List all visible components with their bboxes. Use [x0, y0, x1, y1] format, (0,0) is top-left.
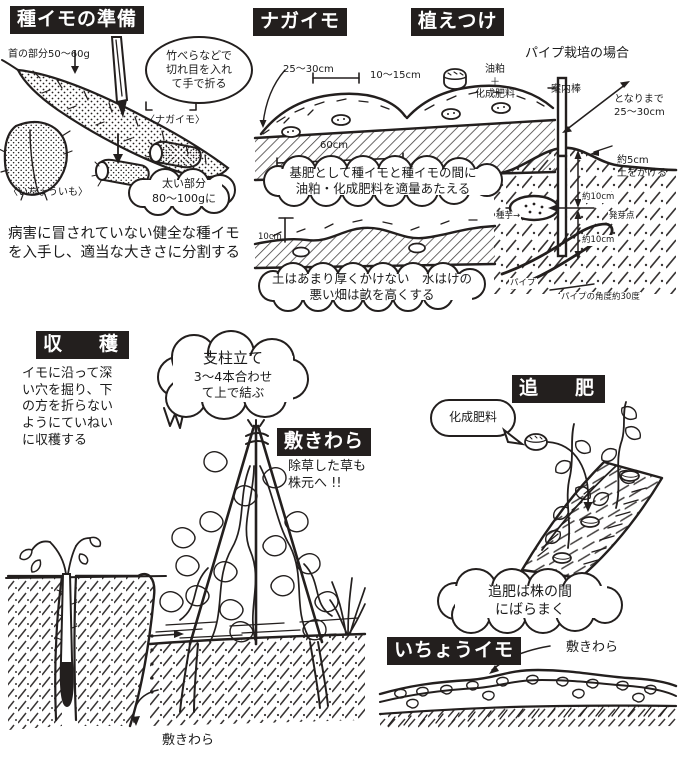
- topdressing-field-illustration: [512, 400, 680, 600]
- label-depth-above: 約10cm: [581, 192, 616, 203]
- bubble-cut-method: 竹べらなどで 切れ目を入れ て手で折る: [145, 36, 253, 104]
- label-pipe: パイプ: [509, 278, 537, 289]
- section-header-ichouimo: いちょうイモ: [387, 637, 522, 665]
- label-neck-weight: 首の部分50～60g: [8, 49, 90, 60]
- pipe-cultivation-diagram: [490, 76, 680, 304]
- label-ichouimo-mulch: 敷きわら: [566, 640, 619, 655]
- bubble-thick-part-weight: 太い部分 80～100gに: [128, 168, 240, 216]
- label-cover-soil: 約5cm 土をかける: [617, 155, 667, 179]
- label-nagaimo-variety: 〈ナガイモ〉: [145, 115, 205, 126]
- bubble-chemical-fertilizer: 化成肥料: [430, 399, 516, 437]
- bubble-topdressing-note: 追肥は株の間 にばらまく: [437, 568, 623, 634]
- section-header-planting: 植えつけ: [411, 8, 505, 36]
- label-seed-tuber: 種芋→: [495, 211, 522, 222]
- bubble-support-title: 支柱立て: [202, 348, 263, 367]
- label-depth-below: 約10cm: [581, 235, 616, 246]
- label-guide-pole: 案内棒: [551, 84, 581, 95]
- label-pipe-angle: パイプの角度約30度: [560, 292, 641, 303]
- pipe-diagram-title: パイプ栽培の場合: [525, 46, 630, 61]
- section-header-nagaimo: ナガイモ: [253, 8, 348, 36]
- ichouimo-ridge-illustration: [378, 645, 678, 730]
- seed-prep-body-text: 病害に冒されていない健全な種イモ を入手し、適当な大きさに分割する: [8, 226, 240, 261]
- fertilizer-bag-icon: [440, 68, 470, 90]
- section-header-topdressing: 追 肥: [512, 375, 606, 403]
- fertilizer-pellet-icon: [523, 432, 549, 452]
- mulch-body-text: 除草した草も 株元へ !!: [288, 459, 367, 491]
- seed-potato-illustration: [0, 34, 260, 214]
- dim-cover-depth: 10cm: [258, 232, 282, 242]
- section-header-seed-prep: 種イモの準備: [10, 6, 145, 34]
- label-to-next-distance: となりまで 25～30cm: [614, 94, 665, 118]
- label-mulch-bottom: 敷きわら: [162, 733, 215, 748]
- bubble-support-detail: 3～4本合わせ て上で結ぶ: [193, 369, 273, 401]
- harvest-trench-illustration: [5, 520, 167, 750]
- dim-row-width: 60cm: [320, 140, 348, 151]
- section-header-mulch: 敷きわら: [277, 428, 372, 456]
- label-sprout-point: 発芽点: [608, 211, 636, 222]
- trellis-vines-illustration: [148, 419, 367, 740]
- label-ichouimo: 〈いちょういも〉: [8, 187, 88, 198]
- bubble-base-fertilizer: 基肥として種イモと種イモの間に 油粕・化成肥料を適量あたえる: [263, 155, 503, 207]
- bubble-support-poles: 支柱立て 3～4本合わせ て上で結ぶ: [157, 330, 309, 420]
- dim-plant-spacing: 25～30cm: [283, 64, 334, 75]
- mulch-leader-line: [128, 689, 180, 732]
- section-header-harvest: 収 穫: [36, 331, 130, 359]
- label-base-fertilizer-mix: 油粕 ＋ 化成肥料: [475, 64, 515, 100]
- dim-plant-depth: 10～15cm: [370, 70, 421, 81]
- harvest-body-text: イモに沿って深 い穴を掘り、下 の方を折らない ようにていねい に収穫する: [22, 366, 114, 448]
- bubble-tail-fertilizer: [502, 427, 526, 448]
- bubble-soil-depth: 土はあまり厚くかけない 水はけの 悪い畑は畝を高くする: [258, 262, 486, 312]
